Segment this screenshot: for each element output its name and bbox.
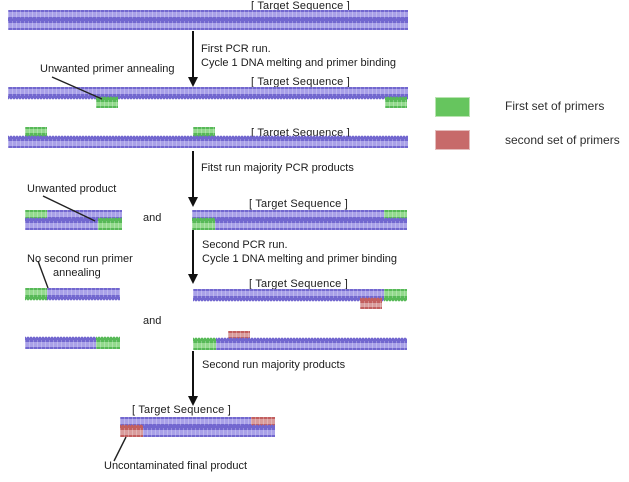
step2-text: Fitst run majority PCR products [201, 162, 354, 174]
green-primer-mid-top [193, 127, 215, 139]
first-run-product-duplex [192, 210, 407, 230]
green-primer-unwanted [96, 96, 118, 108]
no-second-run-primer-label-line2: annealing [53, 267, 101, 279]
pointer-line-final-product [113, 436, 127, 462]
and-label-1: and [143, 212, 162, 224]
red-primer [120, 424, 143, 437]
red-primer-annealed-right [360, 297, 382, 309]
target-sequence-label-5: [ Target Sequence ] [249, 278, 348, 290]
legend-label-second-primers: second set of primers [505, 133, 620, 147]
legend-label-first-primers: First set of primers [505, 99, 605, 113]
green-primer [193, 127, 215, 139]
unwanted-product-label: Unwanted product [27, 183, 117, 195]
legend-swatch-second-primers [435, 130, 470, 150]
green-primer [25, 288, 47, 301]
flow-arrow-first-pcr [188, 31, 198, 87]
flow-arrow-second-pcr [188, 230, 198, 284]
unwanted-strand-no-annealing [25, 288, 120, 301]
dna-single-strand [8, 135, 408, 148]
green-primer [96, 336, 120, 349]
green-primer-left-top [25, 127, 47, 139]
no-second-run-primer-label-line1: No second run primer [27, 253, 133, 265]
step1-text: First PCR run. Cycle 1 DNA melting and p… [201, 42, 396, 70]
dna-strand [8, 17, 408, 30]
green-primer [25, 127, 47, 139]
dna-strand [143, 424, 275, 437]
unwanted-strand-complement [25, 336, 120, 349]
first-run-strand-bottom [193, 337, 407, 350]
dna-strand [215, 217, 407, 230]
target-sequence-label-2: [ Target Sequence ] [251, 76, 350, 88]
red-primer [360, 297, 382, 309]
flow-arrow-first-products [188, 151, 198, 207]
green-primer [98, 217, 122, 230]
unwanted-primer-annealing-label: Unwanted primer annealing [40, 63, 175, 75]
green-primer [384, 289, 407, 302]
target-sequence-label-4: [ Target Sequence ] [249, 198, 348, 210]
step3-text: Second PCR run. Cycle 1 DNA melting and … [202, 238, 397, 266]
dna-strand [25, 217, 98, 230]
step1-line1: First PCR run. [201, 43, 271, 55]
step3-line1: Second PCR run. [202, 239, 288, 251]
dna-strand [8, 135, 408, 148]
dna-double-strand-template [8, 10, 408, 30]
and-label-2: and [143, 315, 162, 327]
step1-line2: Cycle 1 DNA melting and primer binding [201, 57, 397, 69]
green-primer [385, 96, 407, 108]
flow-arrow-second-products [188, 351, 198, 406]
dna-strand [25, 336, 96, 349]
dna-strand [193, 289, 384, 302]
green-primer [96, 96, 118, 108]
target-sequence-label-1: [ Target Sequence ] [251, 0, 350, 12]
uncontaminated-final-product-label: Uncontaminated final product [104, 460, 248, 472]
green-primer [193, 337, 216, 350]
dna-strand [8, 87, 408, 100]
green-primer [192, 217, 215, 230]
unwanted-product-duplex [25, 210, 122, 230]
first-run-strand-top [193, 289, 407, 302]
green-primer-right [385, 96, 407, 108]
dna-single-strand [8, 87, 408, 100]
dna-strand [47, 288, 120, 301]
legend-swatch-first-primers [435, 97, 470, 117]
step3-line2: Cycle 1 DNA melting and primer binding [202, 253, 398, 265]
step4-text: Second run majority products [202, 359, 346, 371]
final-product-duplex [120, 417, 275, 437]
target-sequence-label-6: [ Target Sequence ] [132, 404, 231, 416]
dna-strand [216, 337, 407, 350]
